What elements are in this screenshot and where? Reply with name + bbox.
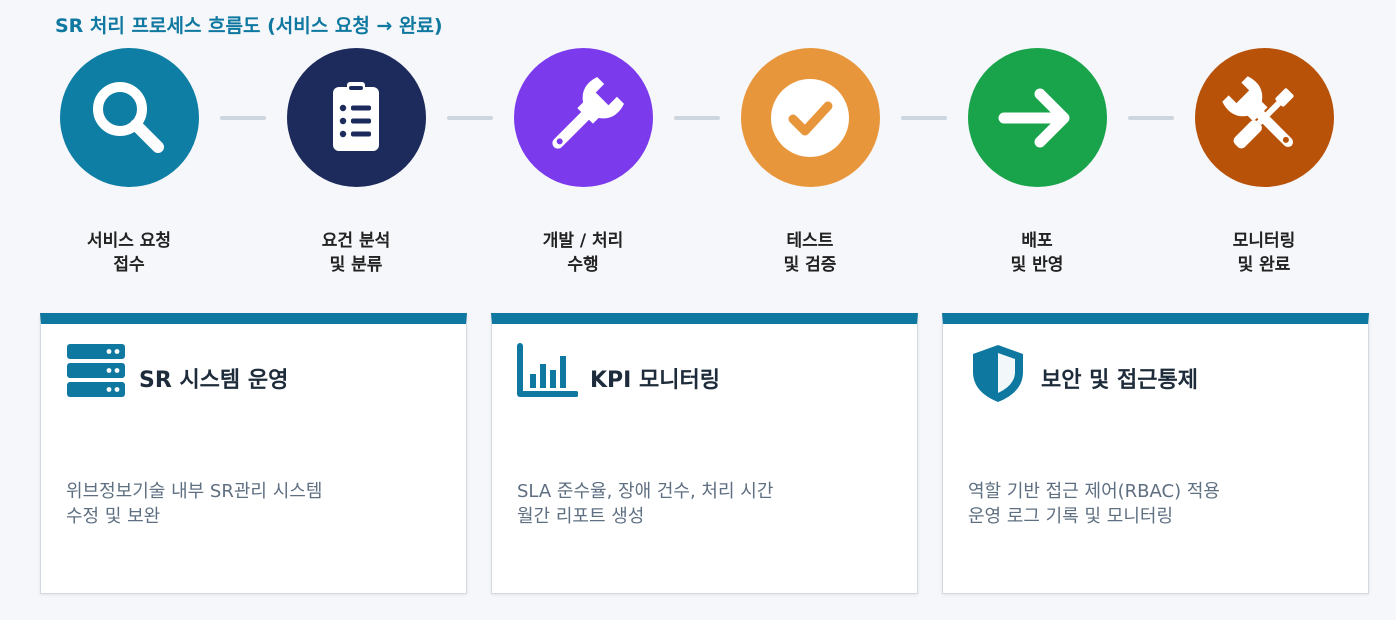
- card-security-access-control: 보안 및 접근통제 역할 기반 접근 제어(RBAC) 적용 운영 로그 기록 …: [942, 313, 1369, 594]
- step-label: 요건 분석 및 분류: [246, 229, 466, 277]
- process-step-monitoring: 모니터링 및 완료: [1154, 48, 1374, 277]
- step-connector: [447, 116, 493, 120]
- card-title: 보안 및 접근통제: [1041, 368, 1198, 393]
- step-connector: [901, 116, 947, 120]
- step-circle: [740, 48, 880, 187]
- step-label: 테스트 및 검증: [700, 229, 920, 277]
- process-step-requirements-analysis: 요건 분석 및 분류: [246, 48, 466, 277]
- step-circle: [59, 48, 199, 187]
- step-label-line1: 배포: [1021, 231, 1053, 251]
- step-circle: [1194, 48, 1334, 187]
- card-description-line1: 역할 기반 접근 제어(RBAC) 적용: [968, 481, 1220, 502]
- step-label-line2: 및 반영: [1010, 255, 1064, 275]
- process-step-development: 개발 / 처리 수행: [473, 48, 693, 277]
- step-circle: [967, 48, 1107, 187]
- card-sr-system-operation: SR 시스템 운영 위브정보기술 내부 SR관리 시스템 수정 및 보완: [40, 313, 467, 594]
- step-label-line2: 수행: [567, 255, 599, 275]
- card-kpi-monitoring: KPI 모니터링 SLA 준수율, 장애 건수, 처리 시간 월간 리포트 생성: [491, 313, 918, 594]
- bar-chart-icon: [516, 342, 579, 404]
- step-label-line1: 모니터링: [1232, 231, 1296, 251]
- card-description: 역할 기반 접근 제어(RBAC) 적용 운영 로그 기록 및 모니터링: [968, 479, 1220, 529]
- screwdriver-wrench-icon: [1222, 75, 1294, 148]
- step-label: 모니터링 및 완료: [1154, 229, 1374, 277]
- card-description: 위브정보기술 내부 SR관리 시스템 수정 및 보완: [66, 479, 322, 529]
- step-connector: [674, 116, 720, 120]
- step-label-line2: 및 검증: [783, 255, 837, 275]
- step-label-line2: 접수: [113, 255, 145, 275]
- step-label: 배포 및 반영: [927, 229, 1147, 277]
- card-title: SR 시스템 운영: [139, 368, 289, 393]
- card-title: KPI 모니터링: [590, 368, 720, 393]
- server-icon: [65, 342, 127, 404]
- magnifier-icon: [93, 81, 164, 153]
- clipboard-checklist-icon: [333, 81, 379, 151]
- card-description: SLA 준수율, 장애 건수, 처리 시간 월간 리포트 생성: [517, 479, 773, 529]
- process-step-test: 테스트 및 검증: [700, 48, 920, 277]
- step-circle: [513, 48, 653, 187]
- step-label: 서비스 요청 접수: [19, 229, 239, 277]
- step-label-line1: 서비스 요청: [86, 231, 172, 251]
- page-title: SR 처리 프로세스 흐름도 (서비스 요청 → 완료): [55, 15, 443, 37]
- step-label-line2: 및 분류: [329, 255, 383, 275]
- step-connector: [1128, 116, 1174, 120]
- card-description-line2: 수정 및 보완: [66, 506, 161, 527]
- step-label-line1: 테스트: [786, 231, 834, 251]
- step-connector: [220, 116, 266, 120]
- shield-icon: [967, 342, 1029, 408]
- step-label-line1: 개발 / 처리: [542, 231, 624, 251]
- step-label: 개발 / 처리 수행: [473, 229, 693, 277]
- step-label-line1: 요건 분석: [321, 231, 391, 251]
- step-label-line2: 및 완료: [1237, 255, 1291, 275]
- step-circle: [286, 48, 426, 187]
- card-description-line1: SLA 준수율, 장애 건수, 처리 시간: [517, 481, 774, 502]
- arrow-right-icon: [998, 88, 1070, 147]
- process-step-service-request: 서비스 요청 접수: [19, 48, 239, 277]
- process-step-deploy: 배포 및 반영: [927, 48, 1147, 277]
- check-circle-icon: [771, 78, 849, 157]
- card-description-line2: 월간 리포트 생성: [517, 506, 645, 527]
- card-description-line2: 운영 로그 기록 및 모니터링: [968, 506, 1174, 527]
- wrench-icon: [552, 76, 625, 149]
- card-description-line1: 위브정보기술 내부 SR관리 시스템: [66, 481, 323, 502]
